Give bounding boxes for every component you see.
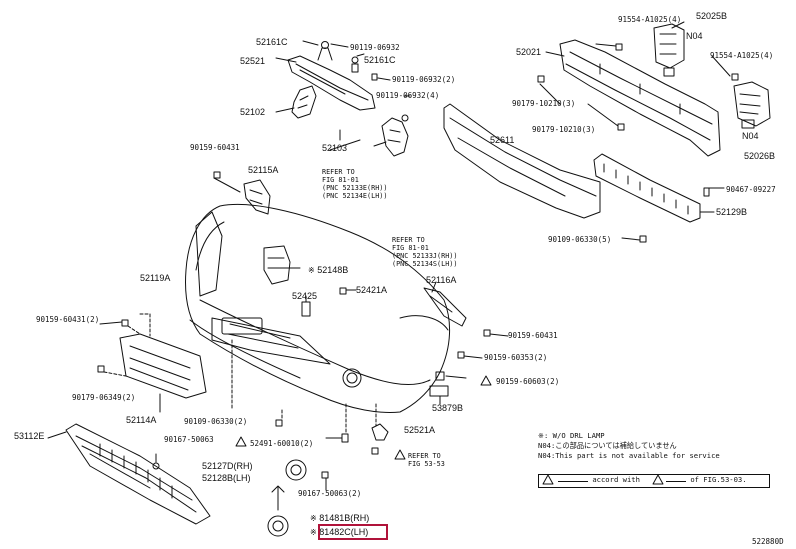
blank-line [558,481,588,482]
cover-brackets [213,171,467,327]
notes-block: ※: W/O DRL LAMP N04:この部品については補給していません N0… [538,431,720,461]
note-n04-en: N04:This part is not available for servi… [538,451,720,460]
selected-part-highlight [318,524,388,540]
part-label-52025b[interactable]: 52025B [696,11,728,21]
note-wo-drl: ※: W/O DRL LAMP [538,431,605,440]
part-label-52425[interactable]: 52425 [292,291,318,301]
part-label-90119-06932-2[interactable]: 90119-06932(2) [392,75,456,84]
part-label-52491-60010-2[interactable]: 52491-60010(2) [250,439,314,448]
part-number: 81482C(LH) [319,527,369,537]
asterisk-symbol: ※ [310,514,317,523]
part-label-52021[interactable]: 52021 [516,47,542,57]
asterisk-symbol: ※ [310,528,317,537]
ref-line: FIG 53-53 [408,460,445,468]
part-label-52421a[interactable]: 52421A [356,285,388,295]
part-label-52161c-a[interactable]: 52161C [256,37,288,47]
part-label-52026b[interactable]: 52026B [744,151,776,161]
part-label-90167-50063[interactable]: 90167-50063 [164,435,214,444]
ref-line: REFER TO [392,236,425,244]
ref-line: (PNC 52133E(RH)) [322,184,388,192]
ref-line: FIG 81-01 [392,244,429,252]
part-label-n04-a[interactable]: N04 [686,31,703,41]
part-label-90159-60353-2[interactable]: 90159-60353(2) [484,353,548,362]
part-label-90119-06932[interactable]: 90119-06932 [350,43,400,52]
part-label-90467-09227[interactable]: 90467-09227 [726,185,776,194]
asterisk-symbol: ※ [308,266,315,275]
diagram-id: 522880D [752,537,784,546]
part-label-52521[interactable]: 52521 [240,56,266,66]
part-label-90179-06349-2[interactable]: 90179-06349(2) [72,393,136,402]
refer-to-fig-81-01-a[interactable]: REFER TO FIG 81-01 (PNC 52133E(RH)) (PNC… [322,168,387,200]
part-label-52114a[interactable]: 52114A [126,415,157,425]
note-text: of FIG.53-03. [690,475,747,484]
part-label-52129b[interactable]: 52129B [716,207,748,217]
lower-grille [47,423,211,525]
ref-line: (PNC 52133J(RH)) [392,252,458,260]
part-label-90167-50063-2[interactable]: 90167-50063(2) [298,489,362,498]
ref-line: FIG 81-01 [322,176,359,184]
part-number: 81481B(RH) [319,513,370,523]
ref-line: REFER TO [408,452,441,460]
part-label-90179-10210-3-b[interactable]: 90179-10210(3) [532,125,596,134]
part-label-90159-60603-2[interactable]: 90159-60603(2) [496,377,560,386]
part-label-91554-a1025-4-b[interactable]: 91554-A1025(4) [710,51,774,60]
part-label-52161c-b[interactable]: 52161C [364,55,396,65]
part-label-53112e[interactable]: 53112E [14,431,45,441]
note-text: accord with [592,475,640,484]
part-label-52127d-rh[interactable]: 52127D(RH) [202,461,253,471]
part-number: 52148B [317,265,349,275]
part-label-52148b[interactable]: ※ 52148B [308,266,348,275]
bumper-support-right [593,153,725,243]
part-label-52128b-lh[interactable]: 52128B(LH) [202,473,251,483]
ref-line: REFER TO [322,168,355,176]
part-label-90159-60431-b[interactable]: 90159-60431 [508,331,558,340]
upper-retainer-assembly [275,40,411,157]
refer-to-fig-53-53[interactable]: REFER TO FIG 53-53 [408,452,445,468]
ref-line: (PNC 52134E(LH)) [322,192,388,200]
part-label-52521a[interactable]: 52521A [404,425,436,435]
part-label-52102[interactable]: 52102 [240,107,266,117]
license-plate-bracket [97,313,207,413]
part-label-52116a[interactable]: 52116A [426,275,457,285]
part-label-91554-a1025-4-a[interactable]: 91554-A1025(4) [618,15,682,24]
part-label-90119-06932-4[interactable]: 90119-06932(4) [376,91,440,100]
warning-note-box [538,474,770,488]
part-label-n04-b[interactable]: N04 [742,131,759,141]
part-label-52611[interactable]: 52611 [490,135,515,145]
side-fasteners [429,329,509,405]
refer-to-fig-81-01-b[interactable]: REFER TO FIG 81-01 (PNC 52133J(RH)) (PNC… [392,236,457,268]
part-label-52103[interactable]: 52103 [322,143,348,153]
part-label-90179-10210-3-a[interactable]: 90179-10210(3) [512,99,576,108]
part-label-53879b[interactable]: 53879B [432,403,464,413]
part-label-81481b-rh[interactable]: ※ 81481B(RH) [310,514,369,523]
part-label-90109-06330-2[interactable]: 90109-06330(2) [184,417,248,426]
part-label-81482c-lh[interactable]: ※ 81482C(LH) [310,528,368,537]
energy-absorber [443,103,601,219]
note-fig-53-03: of FIG.53-03. [666,476,747,483]
blank-line [666,481,686,482]
part-label-52115a[interactable]: 52115A [248,165,279,175]
note-n04-jp: N04:この部品については補給していません [538,441,677,450]
warning-triangles [235,375,664,485]
part-label-90109-06330-5[interactable]: 90109-06330(5) [548,235,612,244]
part-label-90159-60431-a[interactable]: 90159-60431 [190,143,240,152]
ref-line: (PNC 52134S(LH)) [392,260,458,268]
fog-lamp-cover-parts [231,339,389,537]
bumper-reinforcement [537,21,771,157]
part-label-90159-60431-2[interactable]: 90159-60431(2) [36,315,100,324]
part-label-52119a[interactable]: 52119A [140,273,171,283]
note-accord-with: accord with [558,476,640,483]
